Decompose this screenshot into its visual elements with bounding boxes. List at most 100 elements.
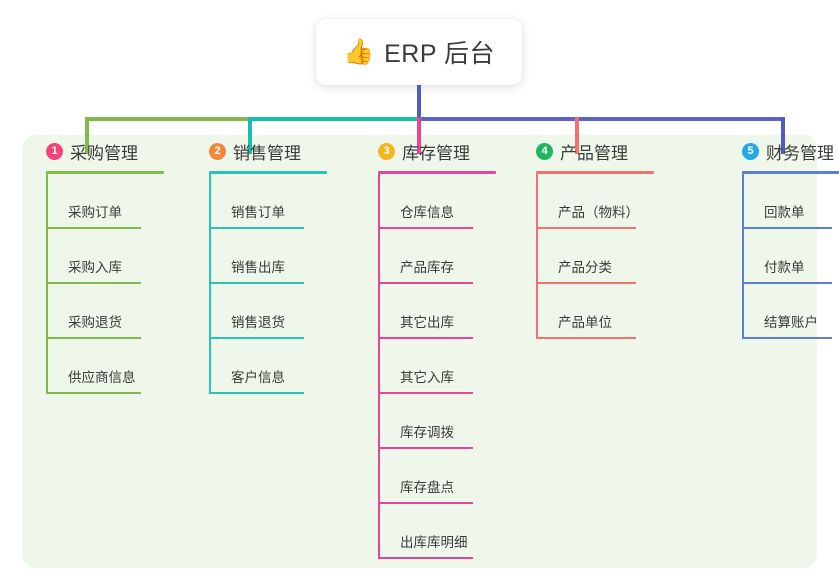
branch-item-label: 其它出库 [400, 315, 454, 330]
branch-item[interactable]: 其它入库 [378, 339, 496, 394]
branch-items-2: 销售订单销售出库销售退货客户信息 [209, 174, 327, 394]
branch-item[interactable]: 供应商信息 [46, 339, 164, 394]
branch-item[interactable]: 库存盘点 [378, 449, 496, 504]
branch-rule-4 [536, 171, 654, 174]
branch-item[interactable]: 产品库存 [378, 229, 496, 284]
branch-badge-3: 3 [378, 142, 395, 160]
branch-item[interactable]: 采购退货 [46, 284, 164, 339]
diagram-background-panel [22, 135, 817, 568]
branch-items-1: 采购订单采购入库采购退货供应商信息 [46, 174, 164, 394]
branch-items-3: 仓库信息产品库存其它出库其它入库库存调拨库存盘点出库库明细 [378, 174, 496, 559]
branch-header-5[interactable]: 5 财务管理 [726, 135, 839, 167]
branch-rule-2 [209, 171, 327, 174]
branch-column-3: 3 库存管理仓库信息产品库存其它出库其它入库库存调拨库存盘点出库库明细 [362, 135, 496, 559]
branch-item[interactable]: 销售订单 [209, 174, 327, 229]
branch-item-rule [378, 557, 473, 559]
branch-item-rule [378, 392, 473, 394]
branch-item-label: 销售退货 [231, 315, 285, 330]
branch-item-rule [378, 282, 473, 284]
branch-item-label: 仓库信息 [400, 205, 454, 220]
branch-item-label: 其它入库 [400, 370, 454, 385]
branch-rule-5 [742, 171, 839, 174]
branch-item-label: 采购入库 [68, 260, 122, 275]
branch-item-label: 客户信息 [231, 370, 285, 385]
branch-item[interactable]: 回款单 [742, 174, 839, 229]
branch-item-label: 付款单 [764, 260, 805, 275]
branch-spine-5 [742, 174, 744, 339]
branch-item-rule [536, 282, 636, 284]
branch-rule-3 [378, 171, 496, 174]
branch-item[interactable]: 结算账户 [742, 284, 839, 339]
branch-spine-3 [378, 174, 380, 559]
branch-item-rule [209, 282, 304, 284]
branch-badge-1: 1 [46, 142, 63, 160]
branch-item-rule [742, 337, 832, 339]
branch-item[interactable]: 销售退货 [209, 284, 327, 339]
branch-item-label: 产品（物料） [558, 205, 639, 220]
root-node-title: ERP 后台 [384, 40, 496, 68]
branch-item[interactable]: 采购订单 [46, 174, 164, 229]
branch-item[interactable]: 销售出库 [209, 229, 327, 284]
branch-title-2: 销售管理 [233, 143, 301, 163]
branch-item[interactable]: 其它出库 [378, 284, 496, 339]
branch-title-3: 库存管理 [402, 143, 470, 163]
branch-item[interactable]: 客户信息 [209, 339, 327, 394]
branch-item-rule [46, 282, 141, 284]
branch-item[interactable]: 采购入库 [46, 229, 164, 284]
branch-item-rule [209, 392, 304, 394]
branch-item-rule [536, 337, 636, 339]
branch-item-label: 结算账户 [764, 315, 818, 330]
branch-item-rule [536, 227, 636, 229]
branch-item-rule [378, 502, 473, 504]
branch-spine-2 [209, 174, 211, 394]
root-node-card[interactable]: 👍 ERP 后台 [316, 19, 522, 85]
branch-item[interactable]: 出库库明细 [378, 504, 496, 559]
branch-item-rule [46, 227, 141, 229]
branch-item-label: 产品分类 [558, 260, 612, 275]
branch-rule-1 [46, 171, 164, 174]
branch-item-label: 销售出库 [231, 260, 285, 275]
branch-item-rule [742, 227, 832, 229]
branch-item[interactable]: 产品分类 [536, 229, 654, 284]
branch-spine-4 [536, 174, 538, 339]
branch-item-rule [378, 447, 473, 449]
branch-badge-2: 2 [209, 142, 226, 160]
branch-header-1[interactable]: 1 采购管理 [30, 135, 164, 167]
branch-items-4: 产品（物料） 产品分类产品单位 [536, 174, 654, 339]
branch-item-label: 产品库存 [400, 260, 454, 275]
branch-item-label: 销售订单 [231, 205, 285, 220]
branch-header-2[interactable]: 2 销售管理 [193, 135, 327, 167]
branch-item[interactable]: 产品（物料） [536, 174, 654, 229]
branch-column-4: 4 产品管理产品（物料） 产品分类产品单位 [520, 135, 654, 339]
branch-column-2: 2 销售管理销售订单销售出库销售退货客户信息 [193, 135, 327, 394]
branch-item-label: 回款单 [764, 205, 805, 220]
branch-item-label: 出库库明细 [400, 535, 468, 550]
branch-item-label: 采购订单 [68, 205, 122, 220]
branch-item-label: 库存盘点 [400, 480, 454, 495]
branch-badge-5: 5 [742, 142, 759, 160]
branch-spine-1 [46, 174, 48, 394]
branch-item-label: 采购退货 [68, 315, 122, 330]
branch-item[interactable]: 付款单 [742, 229, 839, 284]
branch-item-label: 库存调拨 [400, 425, 454, 440]
branch-item[interactable]: 库存调拨 [378, 394, 496, 449]
thumbs-up-icon: 👍 [342, 37, 375, 66]
branch-item-rule [378, 227, 473, 229]
branch-header-4[interactable]: 4 产品管理 [520, 135, 654, 167]
branch-item-rule [46, 337, 141, 339]
branch-badge-4: 4 [536, 142, 553, 160]
branch-title-4: 产品管理 [560, 143, 628, 163]
branch-item-rule [46, 392, 141, 394]
branch-title-1: 采购管理 [70, 143, 138, 163]
branch-item[interactable]: 产品单位 [536, 284, 654, 339]
branch-item-rule [378, 337, 473, 339]
branch-item-label: 供应商信息 [68, 370, 136, 385]
branch-title-5: 财务管理 [766, 143, 834, 163]
branch-item[interactable]: 仓库信息 [378, 174, 496, 229]
branch-column-5: 5 财务管理回款单付款单结算账户 [726, 135, 839, 339]
branch-header-3[interactable]: 3 库存管理 [362, 135, 496, 167]
branch-item-rule [209, 337, 304, 339]
branch-columns: 1 采购管理采购订单采购入库采购退货供应商信息 2 销售管理销售订单销售出库销售退货客… [0, 135, 839, 568]
branch-item-label: 产品单位 [558, 315, 612, 330]
branch-item-rule [742, 282, 832, 284]
